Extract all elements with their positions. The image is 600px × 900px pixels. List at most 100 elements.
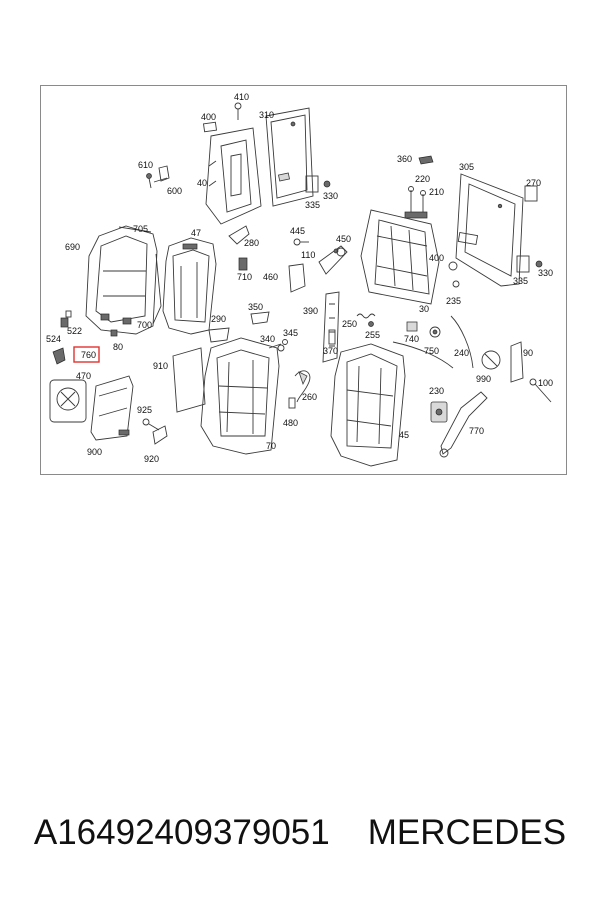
- part-label-335: 335: [305, 200, 320, 210]
- part-label-522: 522: [67, 326, 82, 336]
- part-480-tongue: [288, 397, 296, 409]
- part-label-335: 335: [513, 276, 528, 286]
- part-label-920: 920: [144, 454, 159, 464]
- part-label-710: 710: [237, 272, 252, 282]
- part-770-belt-assembly: [439, 391, 488, 458]
- part-45-seat-back: [330, 343, 406, 467]
- part-220-210-bolts: [404, 186, 428, 219]
- part-label-47: 47: [191, 228, 201, 238]
- part-label-760: 760: [81, 350, 96, 360]
- part-label-700: 700: [137, 320, 152, 330]
- part-label-925: 925: [137, 405, 152, 415]
- part-label-350: 350: [248, 302, 263, 312]
- part-990-cap: [481, 350, 501, 370]
- part-705-wire: [118, 226, 152, 233]
- part-280-lever: [228, 225, 250, 245]
- part-label-30: 30: [419, 304, 429, 314]
- part-100-bolt: [529, 378, 552, 403]
- part-label-450: 450: [336, 234, 351, 244]
- part-340-345-bolt: [268, 339, 288, 352]
- part-80-clip: [110, 329, 118, 337]
- part-label-330: 330: [538, 268, 553, 278]
- part-410-bolt: [234, 102, 242, 120]
- part-label-770: 770: [469, 426, 484, 436]
- part-label-610: 610: [138, 160, 153, 170]
- part-label-340: 340: [260, 334, 275, 344]
- part-690-backrest-cover: [85, 225, 158, 335]
- part-445-bolt: [293, 238, 309, 246]
- part-label-270: 270: [526, 178, 541, 188]
- part-label-470: 470: [76, 371, 91, 381]
- part-390-rail: [322, 291, 340, 363]
- part-350-clip: [250, 311, 270, 325]
- part-label-280: 280: [244, 238, 259, 248]
- part-700-wire: [152, 253, 162, 325]
- part-260-seatbelt: [294, 370, 311, 403]
- part-40-frame: [205, 127, 262, 225]
- part-label-400: 400: [201, 112, 216, 122]
- part-label-250: 250: [342, 319, 357, 329]
- part-610-600-bracket: [146, 165, 170, 189]
- part-label-290: 290: [211, 314, 226, 324]
- part-400-235-right: [448, 261, 460, 288]
- part-label-445: 445: [290, 226, 305, 236]
- part-label-460: 460: [263, 272, 278, 282]
- part-47-backrest: [162, 237, 217, 335]
- part-335-330-clips-left: [305, 175, 331, 193]
- part-110-hinge: [318, 245, 348, 275]
- part-label-410: 410: [234, 92, 249, 102]
- part-label-370: 370: [323, 346, 338, 356]
- part-470-bezel: [49, 379, 87, 423]
- part-label-110: 110: [301, 250, 315, 260]
- part-710-clip: [238, 257, 248, 271]
- part-250-255-spring: [356, 313, 376, 327]
- part-270-latch: [524, 185, 538, 202]
- part-label-220: 220: [415, 174, 430, 184]
- part-label-330: 330: [323, 191, 338, 201]
- part-360-clip: [418, 155, 434, 165]
- exploded-seat-diagram: 4104003104061060070569047280445450110710…: [46, 92, 553, 467]
- part-label-100: 100: [538, 378, 553, 388]
- part-label-260: 260: [302, 392, 317, 402]
- part-450-nut: [336, 247, 346, 257]
- part-label-910: 910: [153, 361, 168, 371]
- part-910-panel: [172, 347, 206, 413]
- part-label-524: 524: [46, 334, 61, 344]
- part-label-360: 360: [397, 154, 412, 164]
- part-310-panel: [265, 107, 314, 207]
- part-740-750-bushing: [406, 321, 441, 338]
- part-900-armrest: [90, 375, 134, 441]
- part-label-310: 310: [259, 110, 274, 120]
- part-30-frame: [360, 209, 440, 305]
- part-label-240: 240: [454, 348, 469, 358]
- part-460-bracket: [288, 263, 306, 293]
- part-label-230: 230: [429, 386, 444, 396]
- part-290-clip: [208, 327, 230, 343]
- part-label-705: 705: [133, 224, 148, 234]
- part-label-305: 305: [459, 162, 474, 172]
- part-label-80: 80: [113, 342, 123, 352]
- part-524-522-clip: [60, 310, 72, 328]
- part-70-seat-back: [200, 337, 280, 455]
- part-230-retractor: [430, 401, 448, 423]
- part-90-armrest: [510, 341, 524, 383]
- part-label-235: 235: [446, 296, 461, 306]
- part-label-740: 740: [404, 334, 419, 344]
- part-760-bracket: [52, 346, 100, 365]
- part-label-210: 210: [429, 187, 444, 197]
- part-label-900: 900: [87, 447, 102, 457]
- part-label-750: 750: [424, 346, 439, 356]
- part-label-255: 255: [365, 330, 380, 340]
- part-label-40: 40: [197, 178, 207, 188]
- part-label-600: 600: [167, 186, 182, 196]
- part-label-345: 345: [283, 328, 298, 338]
- part-335-330-clips-right: [516, 255, 543, 273]
- caption: A16492409379051 MERCEDES: [0, 808, 600, 858]
- brand-name: MERCEDES: [367, 813, 567, 852]
- part-370-bracket: [328, 329, 336, 345]
- part-240-cable: [392, 315, 474, 369]
- part-label-45: 45: [399, 430, 409, 440]
- part-400-clip: [202, 121, 218, 133]
